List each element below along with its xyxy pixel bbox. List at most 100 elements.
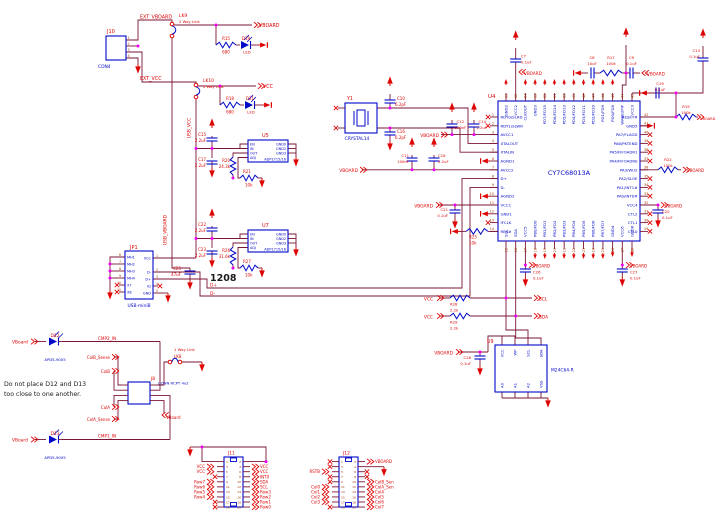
pin-number: 5	[156, 289, 158, 293]
no-connect-icon	[327, 459, 333, 465]
net-tag-icon	[251, 478, 260, 485]
net-label: ColA_Sense	[87, 417, 111, 422]
capacitor-symbol	[468, 123, 480, 128]
net-tag-icon	[161, 411, 170, 419]
pin-number: 8	[354, 475, 356, 479]
polarization-notch	[345, 502, 352, 507]
capacitor-symbol	[406, 157, 418, 162]
pin-name: GND2	[276, 237, 286, 241]
pin-name: GND6	[629, 225, 634, 237]
pin-name: MH4	[127, 276, 136, 280]
net-tag-icon	[251, 473, 260, 480]
net-tag-icon	[251, 498, 260, 506]
pin-name: ADJ	[250, 246, 256, 250]
text-label: APDS-9005	[44, 357, 66, 362]
power-arrow-icon	[523, 79, 528, 85]
refdes: J8	[150, 376, 155, 382]
pin-name: GND5	[626, 123, 638, 128]
net-tag-icon	[625, 261, 634, 269]
refdes: U7	[262, 223, 269, 229]
ground-arrow-icon	[381, 466, 387, 477]
net-label: ColB_Sen	[375, 479, 394, 484]
pin-number: 16	[352, 495, 356, 499]
value-label: 0.1uF	[437, 213, 448, 218]
junction-dot	[108, 269, 112, 273]
pin-number: 44	[621, 94, 625, 98]
resistor-symbol	[657, 166, 679, 174]
capacitor-symbol	[697, 57, 709, 62]
net-label: Row3	[260, 489, 271, 494]
pin-number: 39	[644, 139, 648, 143]
power-arrow-icon	[610, 79, 615, 85]
pin-number: 4	[156, 282, 158, 286]
refdes: LK9	[179, 13, 187, 19]
no-connect-icon	[485, 220, 491, 226]
pin-number: 12	[237, 485, 241, 489]
pin-number: 9	[492, 183, 494, 187]
pin-name: VCC5	[523, 226, 528, 237]
net-tag-icon	[440, 131, 449, 138]
no-connect-icon	[647, 193, 653, 199]
polarization-notch	[345, 457, 352, 462]
wire	[157, 400, 165, 413]
ground-arrow-icon	[450, 228, 460, 235]
refdes: C15	[198, 132, 206, 137]
crystal-outline	[344, 102, 378, 134]
pin-number: 41	[644, 122, 648, 126]
ground-arrow-icon	[545, 398, 551, 408]
net-label: SDA	[260, 479, 269, 484]
wire	[288, 143, 297, 157]
net-tag-icon	[206, 488, 215, 496]
pin-number: 10	[237, 480, 241, 484]
net-label: VBOARD	[687, 168, 704, 173]
net-tag-icon	[206, 483, 215, 490]
pin-number: 36	[644, 166, 648, 170]
pin-number: 5	[226, 470, 228, 474]
part-number: USB-miniB	[127, 303, 150, 309]
net-tag-icon	[206, 463, 215, 470]
ground-arrow-icon	[187, 447, 193, 457]
value-label: 0.1uF	[662, 215, 673, 220]
pin-name: XTALIN	[501, 150, 515, 155]
refdes: R20	[222, 158, 230, 163]
net-tag-icon	[321, 488, 330, 496]
no-connect-icon	[647, 140, 653, 146]
pin-number: 19	[543, 248, 547, 252]
ground-arrow-icon	[480, 193, 490, 199]
pin-name: AGND2	[501, 194, 516, 199]
part-number: M24C64-R	[551, 368, 574, 374]
value-label: 10k	[245, 183, 253, 188]
ground-arrow-icon	[165, 293, 171, 303]
net-tag-icon	[251, 483, 260, 490]
pin-number: 20	[237, 505, 241, 509]
pin-number: 34	[644, 183, 648, 187]
net-tag-icon	[533, 312, 542, 320]
junction-dot	[231, 176, 235, 180]
ground-arrow-icon	[581, 253, 586, 259]
net-label: Col2	[311, 494, 320, 499]
text-label: LED	[243, 50, 251, 55]
pin-number: 1	[341, 460, 343, 464]
pin-number: 15	[226, 495, 230, 499]
capacitor-symbol	[449, 209, 461, 214]
pin-number: 8	[119, 267, 121, 271]
pin-number: 14	[490, 227, 494, 231]
junction-dot	[674, 91, 678, 95]
pin-name: VCC	[144, 256, 152, 260]
connector-outline-jp1	[124, 250, 154, 300]
net-tag-icon	[111, 403, 120, 411]
pin-name: PA3/WU2	[620, 167, 638, 172]
refdes: U5	[262, 133, 269, 139]
wire	[126, 51, 197, 83]
wire	[114, 400, 121, 420]
pin-number: 52	[543, 94, 547, 98]
connector-outline-j8	[127, 381, 151, 405]
pin-name: RES#	[501, 229, 512, 234]
pin-name: MH3	[127, 269, 135, 273]
pin-name: PA4/FIFOADR0	[610, 159, 639, 164]
no-connect-icon	[647, 184, 653, 190]
net-tag-icon	[111, 367, 120, 375]
net-label: VCC	[197, 464, 206, 469]
refdes: R26	[222, 248, 230, 253]
